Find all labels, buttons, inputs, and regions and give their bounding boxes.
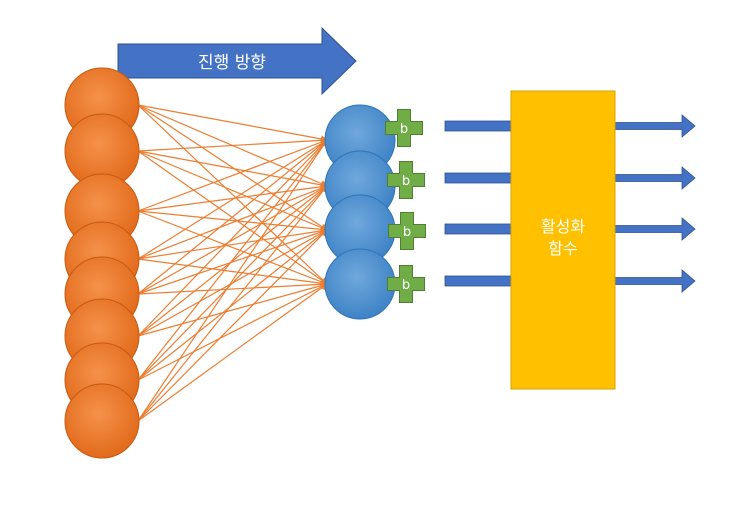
activation-function-label-line2: 함수	[548, 239, 577, 258]
connection-line	[137, 136, 329, 152]
connection-line	[137, 228, 329, 295]
connection-line	[137, 185, 328, 422]
input-node	[64, 383, 140, 459]
connection-line	[137, 280, 329, 295]
connection-line	[137, 229, 328, 422]
output-signal-arrow	[614, 217, 696, 241]
connection-line	[137, 184, 329, 260]
bias-plus-shape	[385, 109, 423, 147]
bias-plus: b	[385, 109, 423, 147]
signal-arrows	[444, 114, 696, 293]
bias-plus: b	[388, 212, 426, 250]
bias-plus-shape	[388, 212, 426, 250]
connection-line	[137, 229, 328, 381]
input-signal-bar	[444, 120, 512, 132]
activation-function: 활성화 함수	[510, 90, 616, 390]
output-signal-arrow	[614, 166, 696, 190]
connection-line	[137, 104, 328, 285]
activation-function-label-line1: 활성화	[541, 217, 585, 236]
connection-line	[137, 185, 328, 337]
connection-line	[137, 185, 328, 381]
output-node	[324, 248, 396, 320]
direction-arrow: 진행 방향	[117, 26, 357, 96]
connection-line	[137, 210, 329, 233]
connection-line	[137, 185, 329, 295]
bias-label: b	[400, 122, 408, 137]
connection-line	[137, 139, 328, 381]
connection-line	[137, 104, 329, 231]
output-signal-arrow	[614, 114, 696, 138]
connections	[137, 104, 329, 422]
connection-line	[137, 227, 329, 260]
connection-line	[137, 139, 328, 422]
input-layer	[64, 67, 140, 459]
bias-label: b	[402, 174, 410, 189]
connection-line	[137, 183, 329, 212]
output-signal-arrow	[614, 269, 696, 293]
bias-plus-shape	[387, 161, 425, 199]
input-signal-bar	[444, 223, 512, 235]
bias-plus: b	[387, 161, 425, 199]
bias-plus-shape	[387, 265, 425, 303]
connection-line	[137, 258, 329, 287]
connection-line	[137, 283, 328, 422]
connection-line	[137, 150, 329, 232]
bias-label: b	[402, 278, 410, 293]
activation-function-box	[510, 90, 616, 390]
connection-line	[137, 282, 329, 337]
direction-arrow-label: 진행 방향	[198, 53, 266, 73]
direction-arrow-shape	[117, 26, 357, 96]
output-layer	[324, 104, 396, 320]
connection-line	[137, 138, 329, 212]
connection-line	[137, 104, 329, 143]
input-signal-bar	[444, 275, 512, 287]
input-signal-bar	[444, 172, 512, 184]
bias-label: b	[403, 225, 411, 240]
connection-line	[137, 139, 329, 260]
connection-line	[137, 210, 329, 286]
bias-plus: b	[387, 265, 425, 303]
connection-line	[137, 139, 328, 337]
connection-line	[137, 283, 329, 381]
connection-line	[137, 139, 328, 295]
bias-group: b b b b	[385, 109, 426, 303]
connection-line	[137, 150, 329, 189]
